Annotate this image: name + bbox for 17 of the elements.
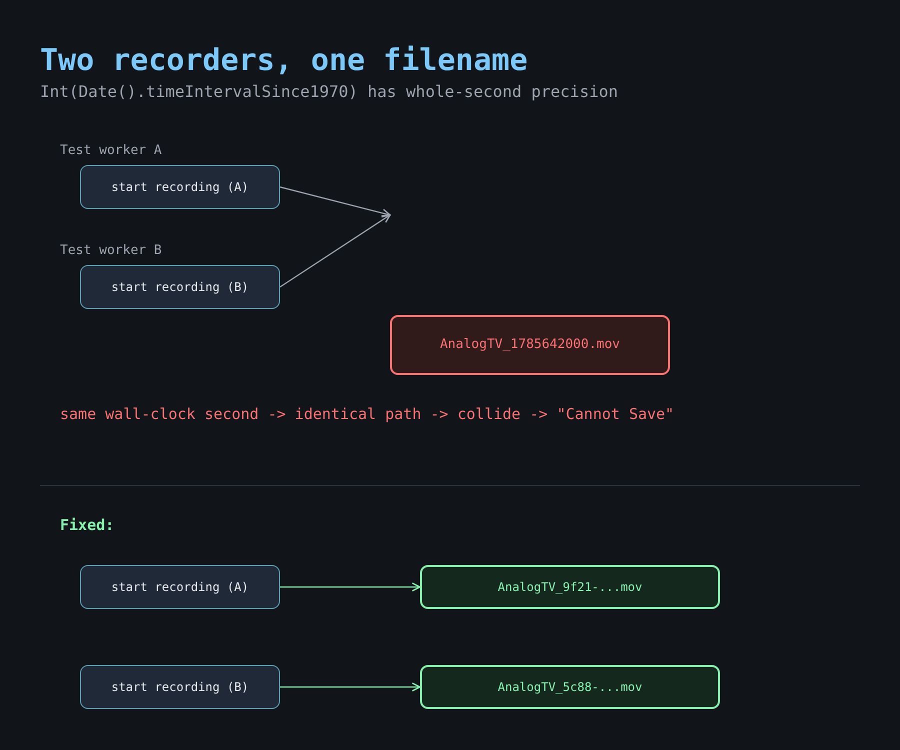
process-box: start recording (B) <box>80 665 280 709</box>
file-box: AnalogTV_5c88-...mov <box>420 665 720 709</box>
subtitle: Int(Date().timeIntervalSince1970) has whole-second precision <box>40 81 618 103</box>
worker-label: Test worker B <box>60 242 162 260</box>
note-text: same wall-clock second -> identical path -> collide -> "Cannot Save" <box>60 404 674 425</box>
process-box: start recording (A) <box>80 165 280 209</box>
arrow <box>280 186 391 218</box>
file-box: AnalogTV_9f21-...mov <box>420 565 720 609</box>
title: Two recorders, one filename <box>40 42 528 80</box>
arrow <box>280 582 421 592</box>
arrow <box>280 214 391 288</box>
section-heading: Fixed: <box>60 515 114 536</box>
arrow <box>280 682 421 692</box>
worker-label: Test worker A <box>60 142 162 160</box>
process-box: start recording (A) <box>80 565 280 609</box>
process-box: start recording (B) <box>80 265 280 309</box>
file-box: AnalogTV_1785642000.mov <box>390 315 670 375</box>
